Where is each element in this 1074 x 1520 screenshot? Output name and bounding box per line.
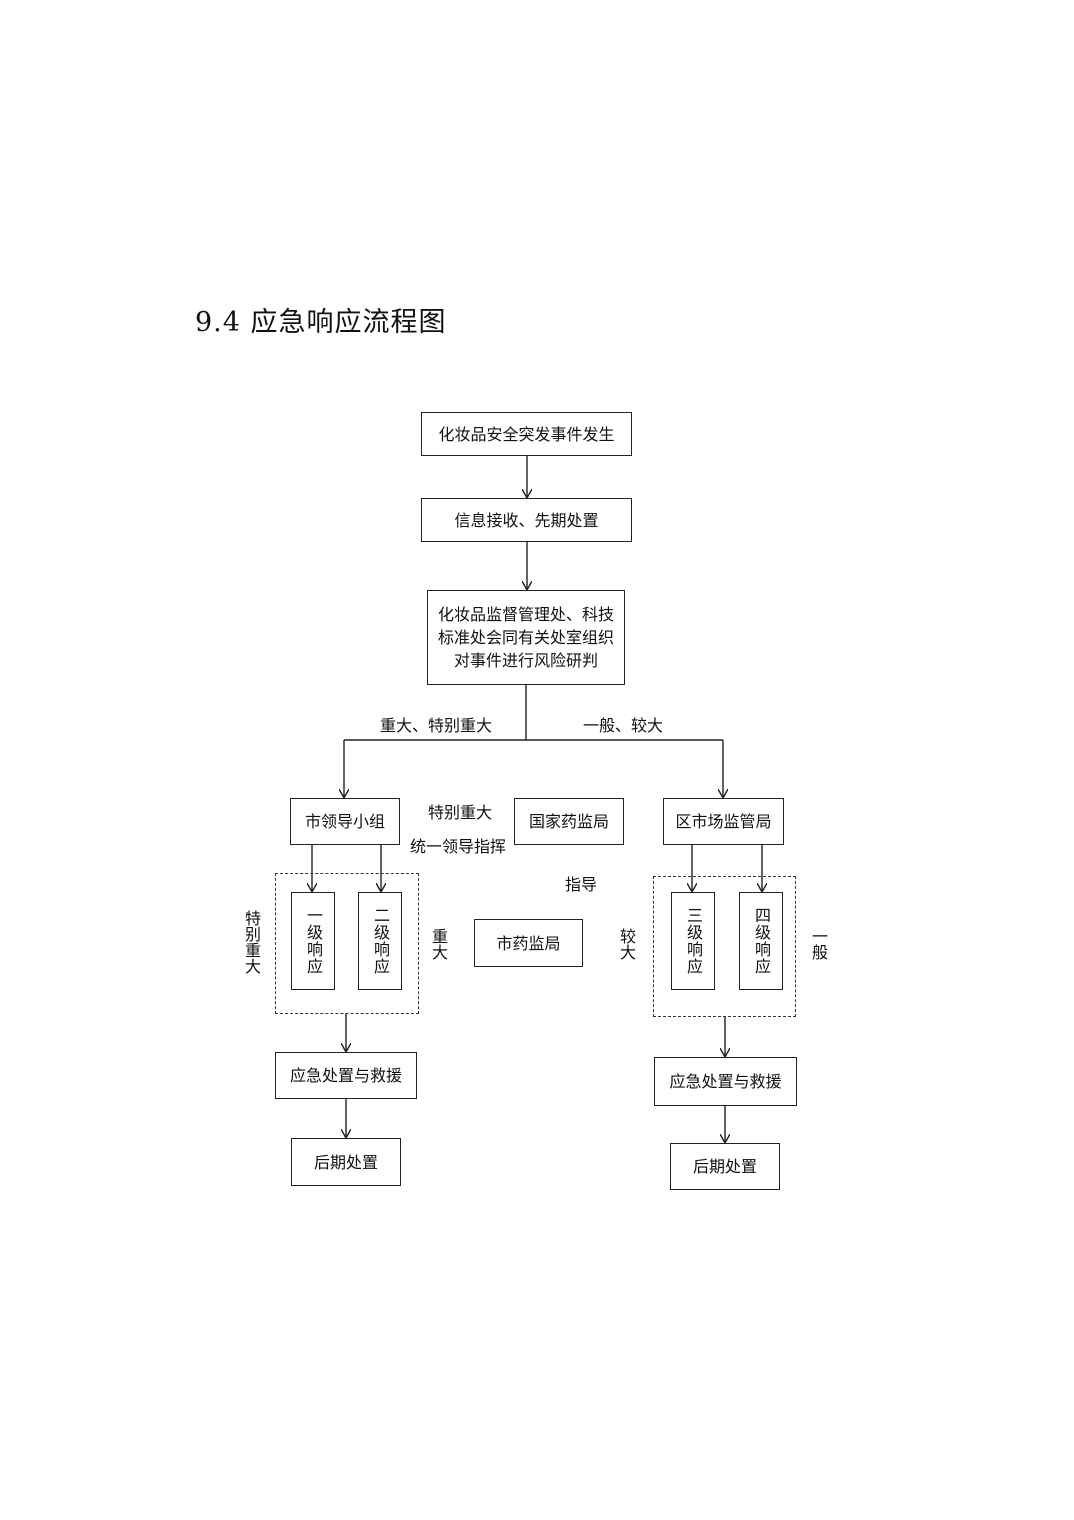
node-assess-line3: 对事件进行风险研判 xyxy=(453,651,598,670)
node-nmpa: 国家药监局 xyxy=(514,798,624,845)
node-level1: 一级响应 xyxy=(291,892,335,990)
node-right-rescue-text: 应急处置与救援 xyxy=(669,1072,782,1091)
side-label-larger: 较大 xyxy=(617,928,636,960)
branch-label-left: 重大、特别重大 xyxy=(380,716,493,735)
node-city-mpa-text: 市药监局 xyxy=(496,933,561,953)
node-city-group: 市领导小组 xyxy=(290,798,400,845)
node-assess-line1: 化妆品监督管理处、科技 xyxy=(437,605,614,624)
node-level2-text: 二级响应 xyxy=(371,907,390,975)
node-district: 区市场监管局 xyxy=(663,798,784,845)
node-city-mpa: 市药监局 xyxy=(474,919,583,967)
node-level4: 四级响应 xyxy=(739,892,783,990)
node-level4-text: 四级响应 xyxy=(752,907,771,975)
node-assess: 化妆品监督管理处、科技 标准处会同有关处室组织 对事件进行风险研判 xyxy=(427,590,625,685)
right-response-group xyxy=(653,876,796,1017)
nmpa-note-1: 特别重大 xyxy=(428,803,493,822)
node-left-after-text: 后期处置 xyxy=(313,1152,378,1172)
guide-label: 指导 xyxy=(565,875,598,894)
side-label-general: 一般 xyxy=(809,928,828,960)
node-city-group-text: 市领导小组 xyxy=(304,812,385,831)
side-label-major: 重大 xyxy=(429,928,448,960)
node-nmpa-text: 国家药监局 xyxy=(528,812,609,831)
node-level3-text: 三级响应 xyxy=(684,907,703,975)
side-label-special: 特别重大 xyxy=(242,910,261,974)
node-info-text: 信息接收、先期处置 xyxy=(454,510,599,530)
node-right-after-text: 后期处置 xyxy=(692,1157,757,1176)
node-assess-line2: 标准处会同有关处室组织 xyxy=(437,628,614,647)
left-response-group xyxy=(275,873,419,1014)
node-level1-text: 一级响应 xyxy=(304,907,323,975)
node-left-rescue: 应急处置与救援 xyxy=(275,1052,417,1099)
page-title: 9.4 应急响应流程图 xyxy=(195,307,447,338)
node-event-text: 化妆品安全突发事件发生 xyxy=(438,424,615,444)
node-left-rescue-text: 应急处置与救援 xyxy=(289,1066,402,1085)
node-event: 化妆品安全突发事件发生 xyxy=(421,412,632,456)
branch-label-right: 一般、较大 xyxy=(583,716,664,735)
node-level2: 二级响应 xyxy=(358,892,402,990)
node-left-after: 后期处置 xyxy=(291,1138,401,1186)
node-district-text: 区市场监管局 xyxy=(675,812,772,831)
node-info: 信息接收、先期处置 xyxy=(421,498,632,542)
node-right-after: 后期处置 xyxy=(670,1143,780,1190)
nmpa-note-2: 统一领导指挥 xyxy=(410,837,507,856)
node-level3: 三级响应 xyxy=(671,892,715,990)
node-right-rescue: 应急处置与救援 xyxy=(654,1057,797,1106)
